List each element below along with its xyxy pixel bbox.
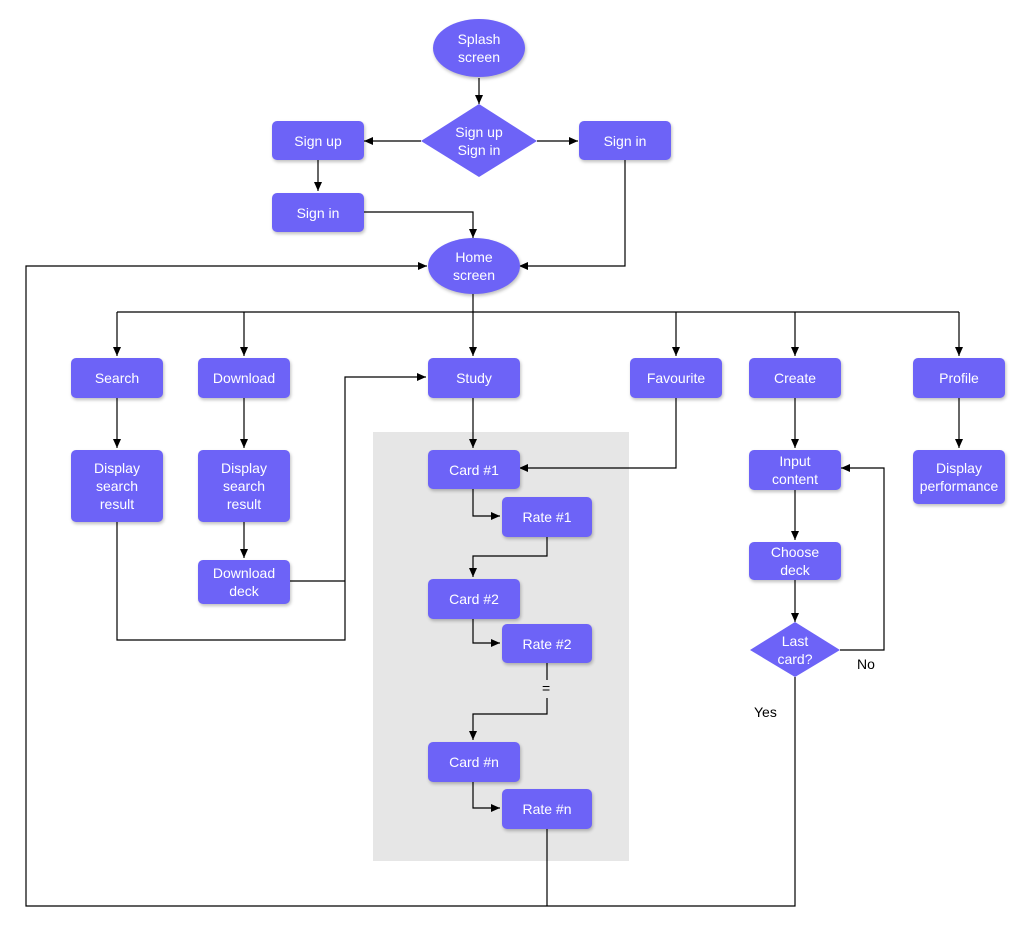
edge-rate1-card2 [469,537,548,577]
input-content-node: Input content [749,450,841,490]
favourite-node: Favourite [630,358,722,398]
home-screen-node: Home screen [428,238,520,294]
display-search-result-2-node: Display search result [198,450,290,522]
edge-loop-home [25,262,796,907]
download-node: Download [198,358,290,398]
edge-ellipsis-cardn [469,698,548,740]
decision-signup-signin [421,104,537,177]
card-2-node: Card #2 [428,579,520,619]
last-card-decision-label: Last card? [777,633,813,667]
rate-2-node: Rate #2 [502,624,592,663]
choose-deck-node: Choose deck [749,542,841,580]
display-search-result-1-node: Display search result [71,450,163,522]
signin-right-node: Sign in [579,121,671,160]
edge-signinright-home [519,160,626,270]
edge-cardn-raten [472,782,500,812]
profile-node: Profile [913,358,1005,398]
create-node: Create [749,358,841,398]
edge-favourite-card1 [519,398,677,472]
edge-card2-rate2 [472,619,500,647]
no-label: No [857,656,875,672]
ellipsis-label: = [542,680,551,696]
edge-lastcard-no [840,464,885,651]
study-node: Study [428,358,520,398]
rate-n-node: Rate #n [502,789,592,829]
signup-signin-decision-label: Sign up Sign in [455,124,503,158]
edge-card1-rate1 [472,489,500,520]
edge-signinleft-home [364,211,477,238]
signup-node: Sign up [272,121,364,160]
rate-1-node: Rate #1 [502,497,592,537]
decision-last-card [750,622,840,677]
edge-display1-study [116,373,426,641]
signin-left-node: Sign in [272,193,364,232]
download-deck-node: Download deck [198,560,290,604]
splash-screen-node: Splash screen [433,19,525,77]
yes-label: Yes [754,704,777,720]
search-node: Search [71,358,163,398]
card-1-node: Card #1 [428,450,520,489]
display-performance-node: Display performance [913,450,1005,504]
card-n-node: Card #n [428,742,520,782]
